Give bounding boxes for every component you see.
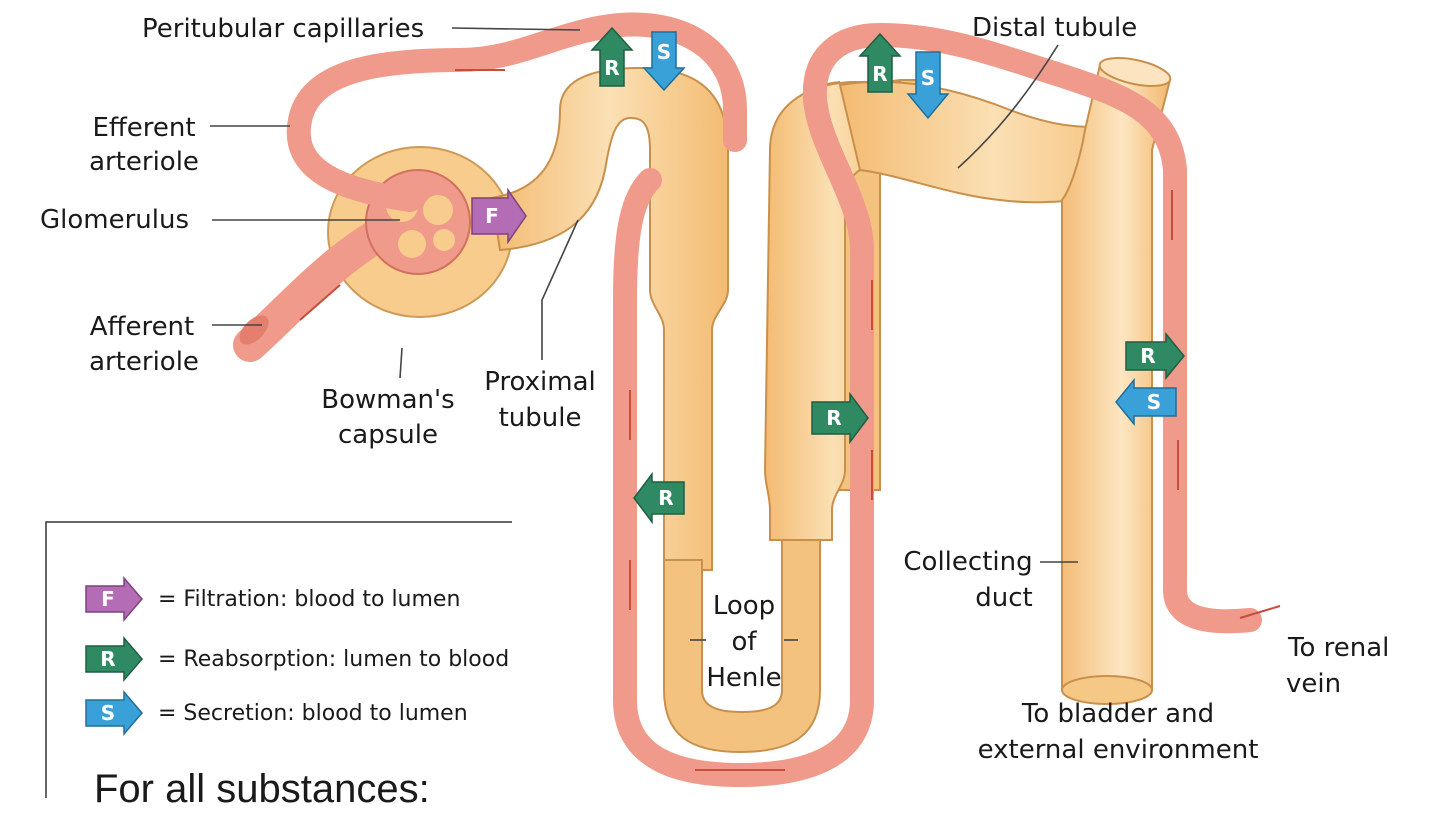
label-loop-line3: Henle — [706, 663, 781, 693]
filtration-arrow: F — [471, 187, 527, 245]
footer-caption: For all substances: — [94, 767, 430, 811]
label-efferent-line2: arteriole — [89, 147, 199, 177]
collecting-duct-top — [1098, 57, 1172, 87]
afferent-arteriole-end — [239, 315, 269, 345]
label-distal-tubule: Distal tubule — [972, 13, 1137, 43]
label-bladder-line1: To bladder and — [1021, 699, 1214, 729]
reabsorption-arrow-shape — [858, 32, 902, 93]
legend-filtration-text: = Filtration: blood to lumen — [158, 587, 460, 612]
label-loop-line1: Loop — [713, 591, 775, 621]
reabsorption-arrow: R — [633, 471, 685, 525]
label-bowmans-line1: Bowman's — [321, 385, 454, 415]
label-renal-vein-line1: To renal — [1287, 633, 1389, 663]
legend-item-reabsorption: R = Reabsorption: lumen to blood — [85, 635, 509, 683]
label-proximal-line2: tubule — [499, 403, 582, 433]
secretion-letter: S — [657, 40, 671, 64]
legend-frame — [45, 521, 512, 798]
secretion-arrow: S — [642, 31, 686, 92]
reabsorption-arrow: R — [590, 26, 634, 87]
secretion-letter: S — [921, 66, 935, 90]
reabsorption-arrow-shape — [590, 26, 634, 87]
secretion-arrow-shape — [642, 31, 686, 92]
label-afferent-line2: arteriole — [89, 347, 199, 377]
reabsorption-arrow-shape — [1125, 331, 1185, 381]
peritubular-capillaries — [286, 12, 1262, 787]
label-collecting-line2: duct — [975, 583, 1032, 613]
secretion-arrow-shape — [906, 51, 950, 120]
collecting-duct — [1061, 63, 1172, 691]
label-proximal-line1: Proximal — [484, 367, 596, 397]
leader-lines — [210, 27, 1078, 641]
label-afferent-line1: Afferent — [90, 312, 194, 342]
label-renal-vein-line2: vein — [1286, 669, 1341, 699]
legend-filtration-letter: F — [101, 587, 115, 611]
process-arrows: F R S R S R R — [471, 26, 1185, 525]
reabsorption-arrow-shape — [811, 391, 869, 445]
label-efferent-line1: Efferent — [92, 113, 195, 143]
legend-secretion-icon — [85, 689, 143, 737]
reabsorption-letter: R — [872, 62, 887, 86]
secretion-arrow-shape — [1115, 377, 1177, 427]
reabsorption-letter: R — [826, 406, 841, 430]
labels: Peritubular capillaries Efferent arterio… — [40, 13, 1389, 765]
legend-item-secretion: S = Secretion: blood to lumen — [85, 689, 468, 737]
legend-item-filtration: F = Filtration: blood to lumen — [85, 575, 460, 623]
glomerulus-loop — [398, 230, 426, 258]
label-peritubular-capillaries: Peritubular capillaries — [142, 14, 424, 44]
glomerulus-loop — [423, 195, 453, 225]
legend-reabsorption-icon — [85, 635, 143, 683]
legend-reabsorption-letter: R — [100, 647, 115, 671]
label-collecting-line1: Collecting — [903, 547, 1032, 577]
reabsorption-arrow-shape — [633, 471, 685, 525]
legend-filtration-icon — [85, 575, 143, 623]
reabsorption-arrow: R — [811, 391, 869, 445]
reabsorption-letter: R — [658, 486, 673, 510]
label-loop-line2: of — [731, 627, 757, 657]
legend-secretion-text: = Secretion: blood to lumen — [158, 701, 468, 726]
label-bowmans-line2: capsule — [338, 420, 438, 450]
secretion-arrow: S — [1115, 377, 1177, 427]
label-bladder-line2: external environment — [978, 735, 1259, 765]
legend: F = Filtration: blood to lumen R = Reabs… — [45, 521, 512, 798]
reabsorption-arrow: R — [1125, 331, 1185, 381]
secretion-letter: S — [1147, 390, 1161, 414]
reabsorption-letter: R — [604, 56, 619, 80]
blood-vessels — [233, 12, 1281, 787]
filtration-arrow-shape — [471, 187, 527, 245]
filtration-letter: F — [485, 204, 499, 228]
secretion-arrow: S — [906, 51, 950, 120]
reabsorption-letter: R — [1140, 344, 1155, 368]
reabsorption-arrow: R — [858, 32, 902, 93]
legend-reabsorption-text: = Reabsorption: lumen to blood — [158, 647, 509, 672]
glomerulus-loop — [433, 229, 455, 251]
legend-secretion-letter: S — [101, 701, 115, 725]
collecting-duct-bottom — [1061, 675, 1153, 705]
label-glomerulus: Glomerulus — [40, 205, 189, 235]
proximal-tubule — [490, 66, 729, 571]
